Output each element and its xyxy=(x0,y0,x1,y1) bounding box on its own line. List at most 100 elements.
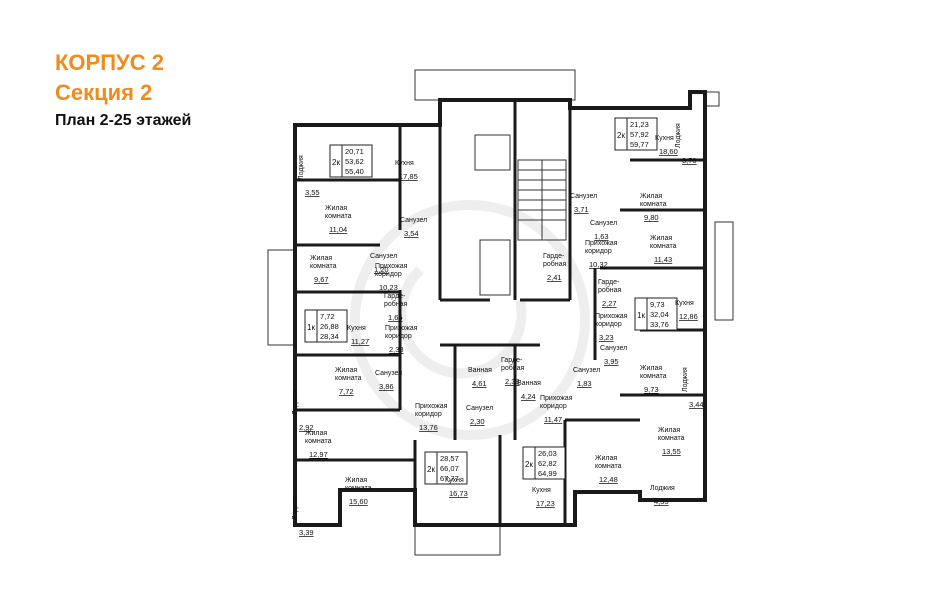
apartment-type: 2к xyxy=(525,460,533,469)
room-name: Прихожая xyxy=(595,313,628,320)
room-area: 9,80 xyxy=(644,213,659,222)
room-name: Санузел xyxy=(370,253,397,260)
room-name: комната xyxy=(335,375,362,382)
room-name: Прихожая xyxy=(415,403,448,410)
room-area: 17,23 xyxy=(536,499,555,508)
room-name: Ванная xyxy=(468,367,492,374)
apartment-area: 7,72 xyxy=(320,312,335,321)
room-area: 3,54 xyxy=(404,229,419,238)
room-label: Санузел 3,86 xyxy=(375,370,402,391)
room-area: 11,27 xyxy=(351,337,369,346)
room-name: Жилая xyxy=(335,367,357,374)
room-name: Санузел xyxy=(573,367,600,374)
room-name: коридор xyxy=(385,333,412,340)
room-area: 3,70 xyxy=(682,156,697,165)
room-name: Прихожая xyxy=(375,263,408,270)
room-name: Жилая xyxy=(325,205,347,212)
room-labels: Лоджия3,55Кухня17,85Жилаякомната11,04Сан… xyxy=(292,123,704,537)
watermark-logo xyxy=(350,200,590,440)
room-area: 1,20 xyxy=(374,265,389,274)
room-label: Санузел 1,83 xyxy=(573,367,600,388)
room-area: 4,61 xyxy=(472,379,487,388)
room-label: Кухня 17,23 xyxy=(532,487,555,508)
room-area: 1,83 xyxy=(577,379,592,388)
room-area: 2,27 xyxy=(602,299,617,308)
room-name: Санузел xyxy=(375,370,402,377)
room-name: Гарде- xyxy=(598,279,620,286)
section-title: Секция 2 xyxy=(55,80,153,105)
room-label: Гарде-робная 2,27 xyxy=(598,279,622,308)
room-area: 3,55 xyxy=(305,188,320,197)
plan-header: КОРПУС 2 Секция 2 План 2-25 этажей xyxy=(55,48,191,134)
room-name: Прихожая xyxy=(540,395,573,402)
room-area: 2,38 xyxy=(505,377,520,386)
room-name: Жилая xyxy=(640,193,662,200)
room-area: 2,38 xyxy=(389,345,404,354)
room-name: робная xyxy=(501,364,525,372)
room-name: комната xyxy=(310,263,337,270)
apartment-type: 2к xyxy=(427,465,435,474)
room-name: комната xyxy=(650,243,677,250)
room-name: Жилая xyxy=(595,455,617,462)
room-area: 2,30 xyxy=(470,417,485,426)
room-name: Жилая xyxy=(310,255,332,262)
room-name: коридор xyxy=(375,271,402,278)
apartment-area: 9,73 xyxy=(650,300,665,309)
room-name: коридор xyxy=(540,403,567,410)
room-area: 1,65 xyxy=(388,313,403,322)
room-name: комната xyxy=(658,435,685,442)
room-area: 11,04 xyxy=(329,225,347,234)
apartment-area: 20,71 xyxy=(345,147,364,156)
room-area: 10,23 xyxy=(379,283,398,292)
room-name: Кухня xyxy=(532,487,551,494)
apartment-area: 26,03 xyxy=(538,449,557,458)
room-name: коридор xyxy=(585,248,612,255)
apartment-type: 2к xyxy=(617,131,625,140)
room-name: Гарде- xyxy=(501,357,523,364)
apartment-area: 26,88 xyxy=(320,322,339,331)
room-name: Кухня xyxy=(675,300,694,307)
room-name: коридор xyxy=(595,321,622,328)
room-name: Жилая xyxy=(658,427,680,434)
room-area: 3,86 xyxy=(379,382,394,391)
plan-subtitle: План 2-25 этажей xyxy=(55,112,192,129)
room-area: 3,95 xyxy=(604,357,619,366)
apartment-area: 32,04 xyxy=(650,310,669,319)
room-area: 3,23 xyxy=(599,333,614,342)
apartment-area: 33,76 xyxy=(650,320,669,329)
apartment-area: 67,77 xyxy=(440,474,459,483)
room-area: 10,32 xyxy=(589,260,608,269)
apartment-area: 53,62 xyxy=(345,157,364,166)
room-area: 3,71 xyxy=(574,205,589,214)
room-area: 11,47 xyxy=(544,415,562,424)
room-area: 16,73 xyxy=(449,489,468,498)
room-name: робная xyxy=(598,286,622,294)
room-label: Ванная 4,61 xyxy=(468,367,492,388)
room-name: Прихожая xyxy=(585,240,618,247)
room-area: 3,39 xyxy=(299,528,314,537)
room-area: 3,44 xyxy=(689,400,704,409)
